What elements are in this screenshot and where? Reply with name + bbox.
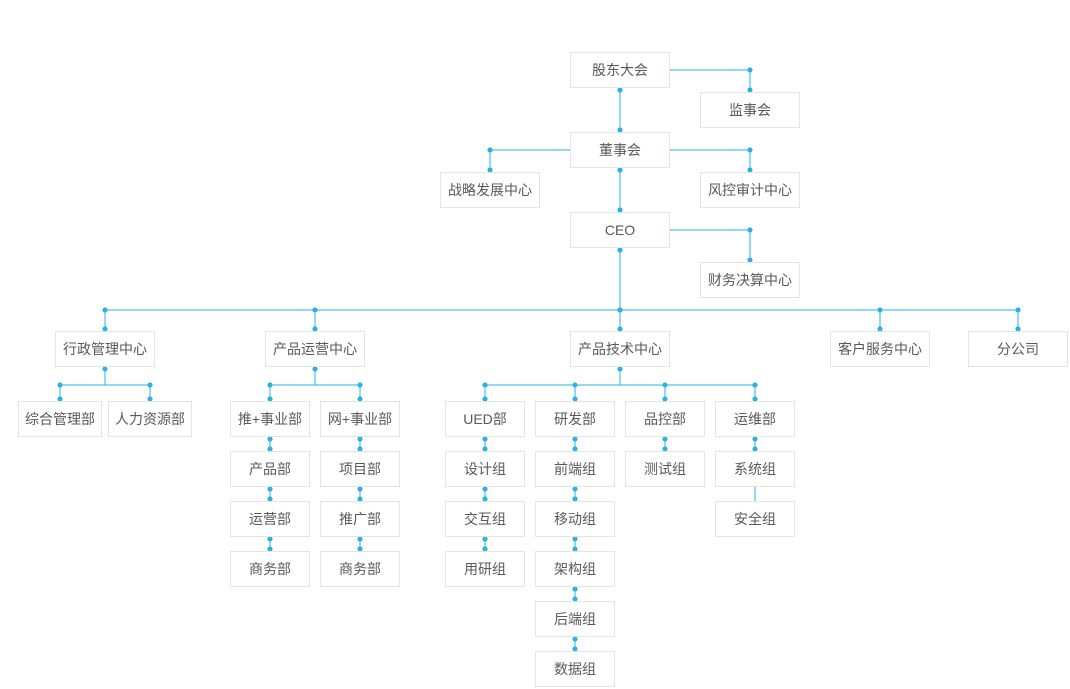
node-user-research-group: 用研组	[445, 551, 525, 587]
node-om-dept: 运维部	[715, 401, 795, 437]
node-frontend-group: 前端组	[535, 451, 615, 487]
node-finance-center: 财务决算中心	[700, 262, 800, 298]
node-customer-service-center: 客户服务中心	[830, 331, 930, 367]
node-backend-group: 后端组	[535, 601, 615, 637]
node-qc-dept: 品控部	[625, 401, 705, 437]
node-security-group: 安全组	[715, 501, 795, 537]
node-promotion-dept: 推广部	[320, 501, 400, 537]
node-shareholders-meeting: 股东大会	[570, 52, 670, 88]
node-data-group: 数据组	[535, 651, 615, 687]
node-general-admin-dept: 综合管理部	[18, 401, 102, 437]
node-system-group: 系统组	[715, 451, 795, 487]
node-design-group: 设计组	[445, 451, 525, 487]
node-branch-company: 分公司	[968, 331, 1068, 367]
node-rd-dept: 研发部	[535, 401, 615, 437]
node-operations-dept: 运营部	[230, 501, 310, 537]
node-board-of-directors: 董事会	[570, 132, 670, 168]
node-business-dept-wang: 商务部	[320, 551, 400, 587]
node-test-group: 测试组	[625, 451, 705, 487]
node-hr-dept: 人力资源部	[108, 401, 192, 437]
node-product-ops-center: 产品运营中心	[265, 331, 365, 367]
node-mobile-group: 移动组	[535, 501, 615, 537]
node-product-tech-center: 产品技术中心	[570, 331, 670, 367]
node-ued-dept: UED部	[445, 401, 525, 437]
node-project-dept: 项目部	[320, 451, 400, 487]
node-business-dept-tui: 商务部	[230, 551, 310, 587]
node-risk-audit-center: 风控审计中心	[700, 172, 800, 208]
node-interaction-group: 交互组	[445, 501, 525, 537]
node-admin-center: 行政管理中心	[55, 331, 155, 367]
node-wang-division: 网+事业部	[320, 401, 400, 437]
node-architecture-group: 架构组	[535, 551, 615, 587]
node-strategy-center: 战略发展中心	[440, 172, 540, 208]
node-supervisory-board: 监事会	[700, 92, 800, 128]
node-product-dept: 产品部	[230, 451, 310, 487]
node-tui-division: 推+事业部	[230, 401, 310, 437]
node-ceo: CEO	[570, 212, 670, 248]
